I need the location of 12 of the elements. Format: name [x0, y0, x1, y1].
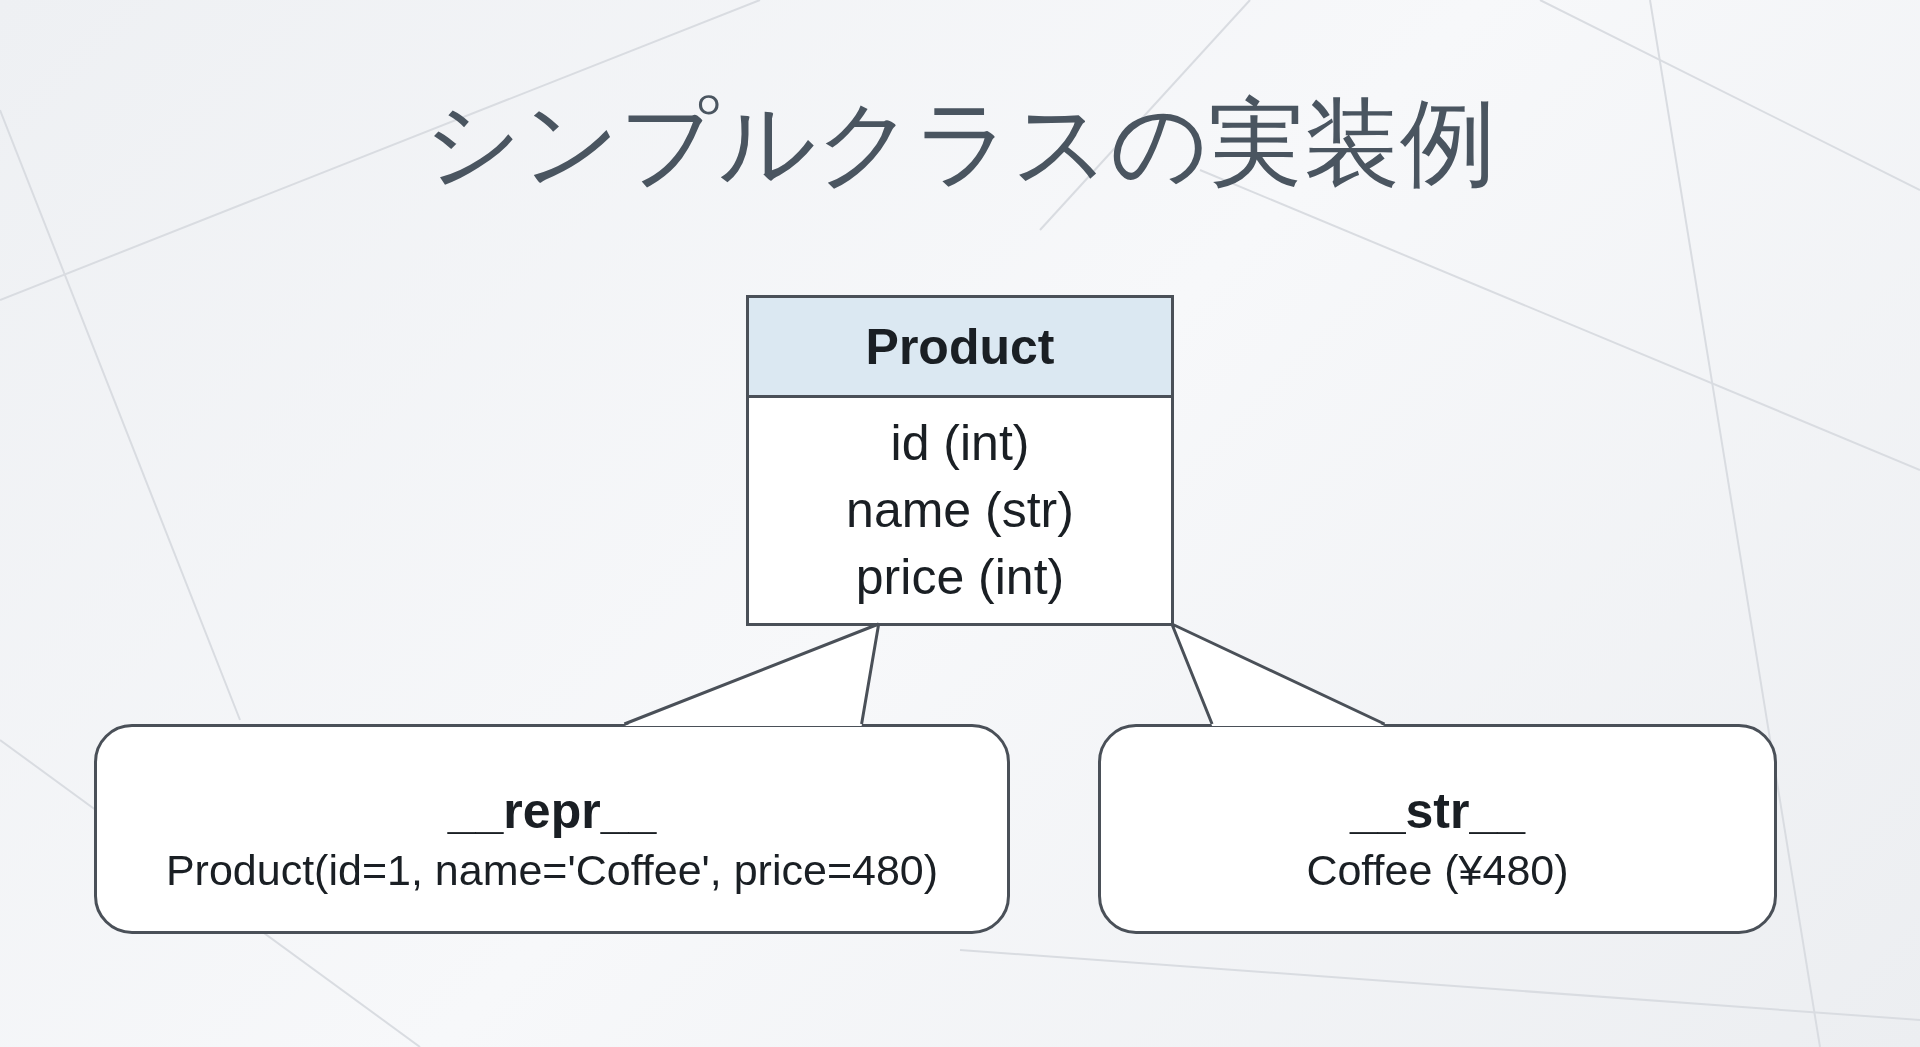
attribute-text: id (int) — [890, 414, 1030, 473]
callout-tail — [1170, 622, 1387, 726]
method-name: __repr__ — [447, 782, 657, 841]
attribute-text: price (int) — [855, 548, 1065, 607]
method-name: __str__ — [1349, 782, 1526, 841]
class-box — [746, 295, 1174, 626]
attribute-text: name (str) — [846, 481, 1074, 540]
output-text: Product(id=1, name='Coffee', price=480) — [165, 845, 939, 896]
output-text: Coffee (¥480) — [1306, 845, 1569, 896]
slide-title: シンプルクラスの実装例 — [423, 88, 1497, 198]
class-name: Product — [749, 298, 1171, 398]
callout-tail — [622, 622, 881, 726]
